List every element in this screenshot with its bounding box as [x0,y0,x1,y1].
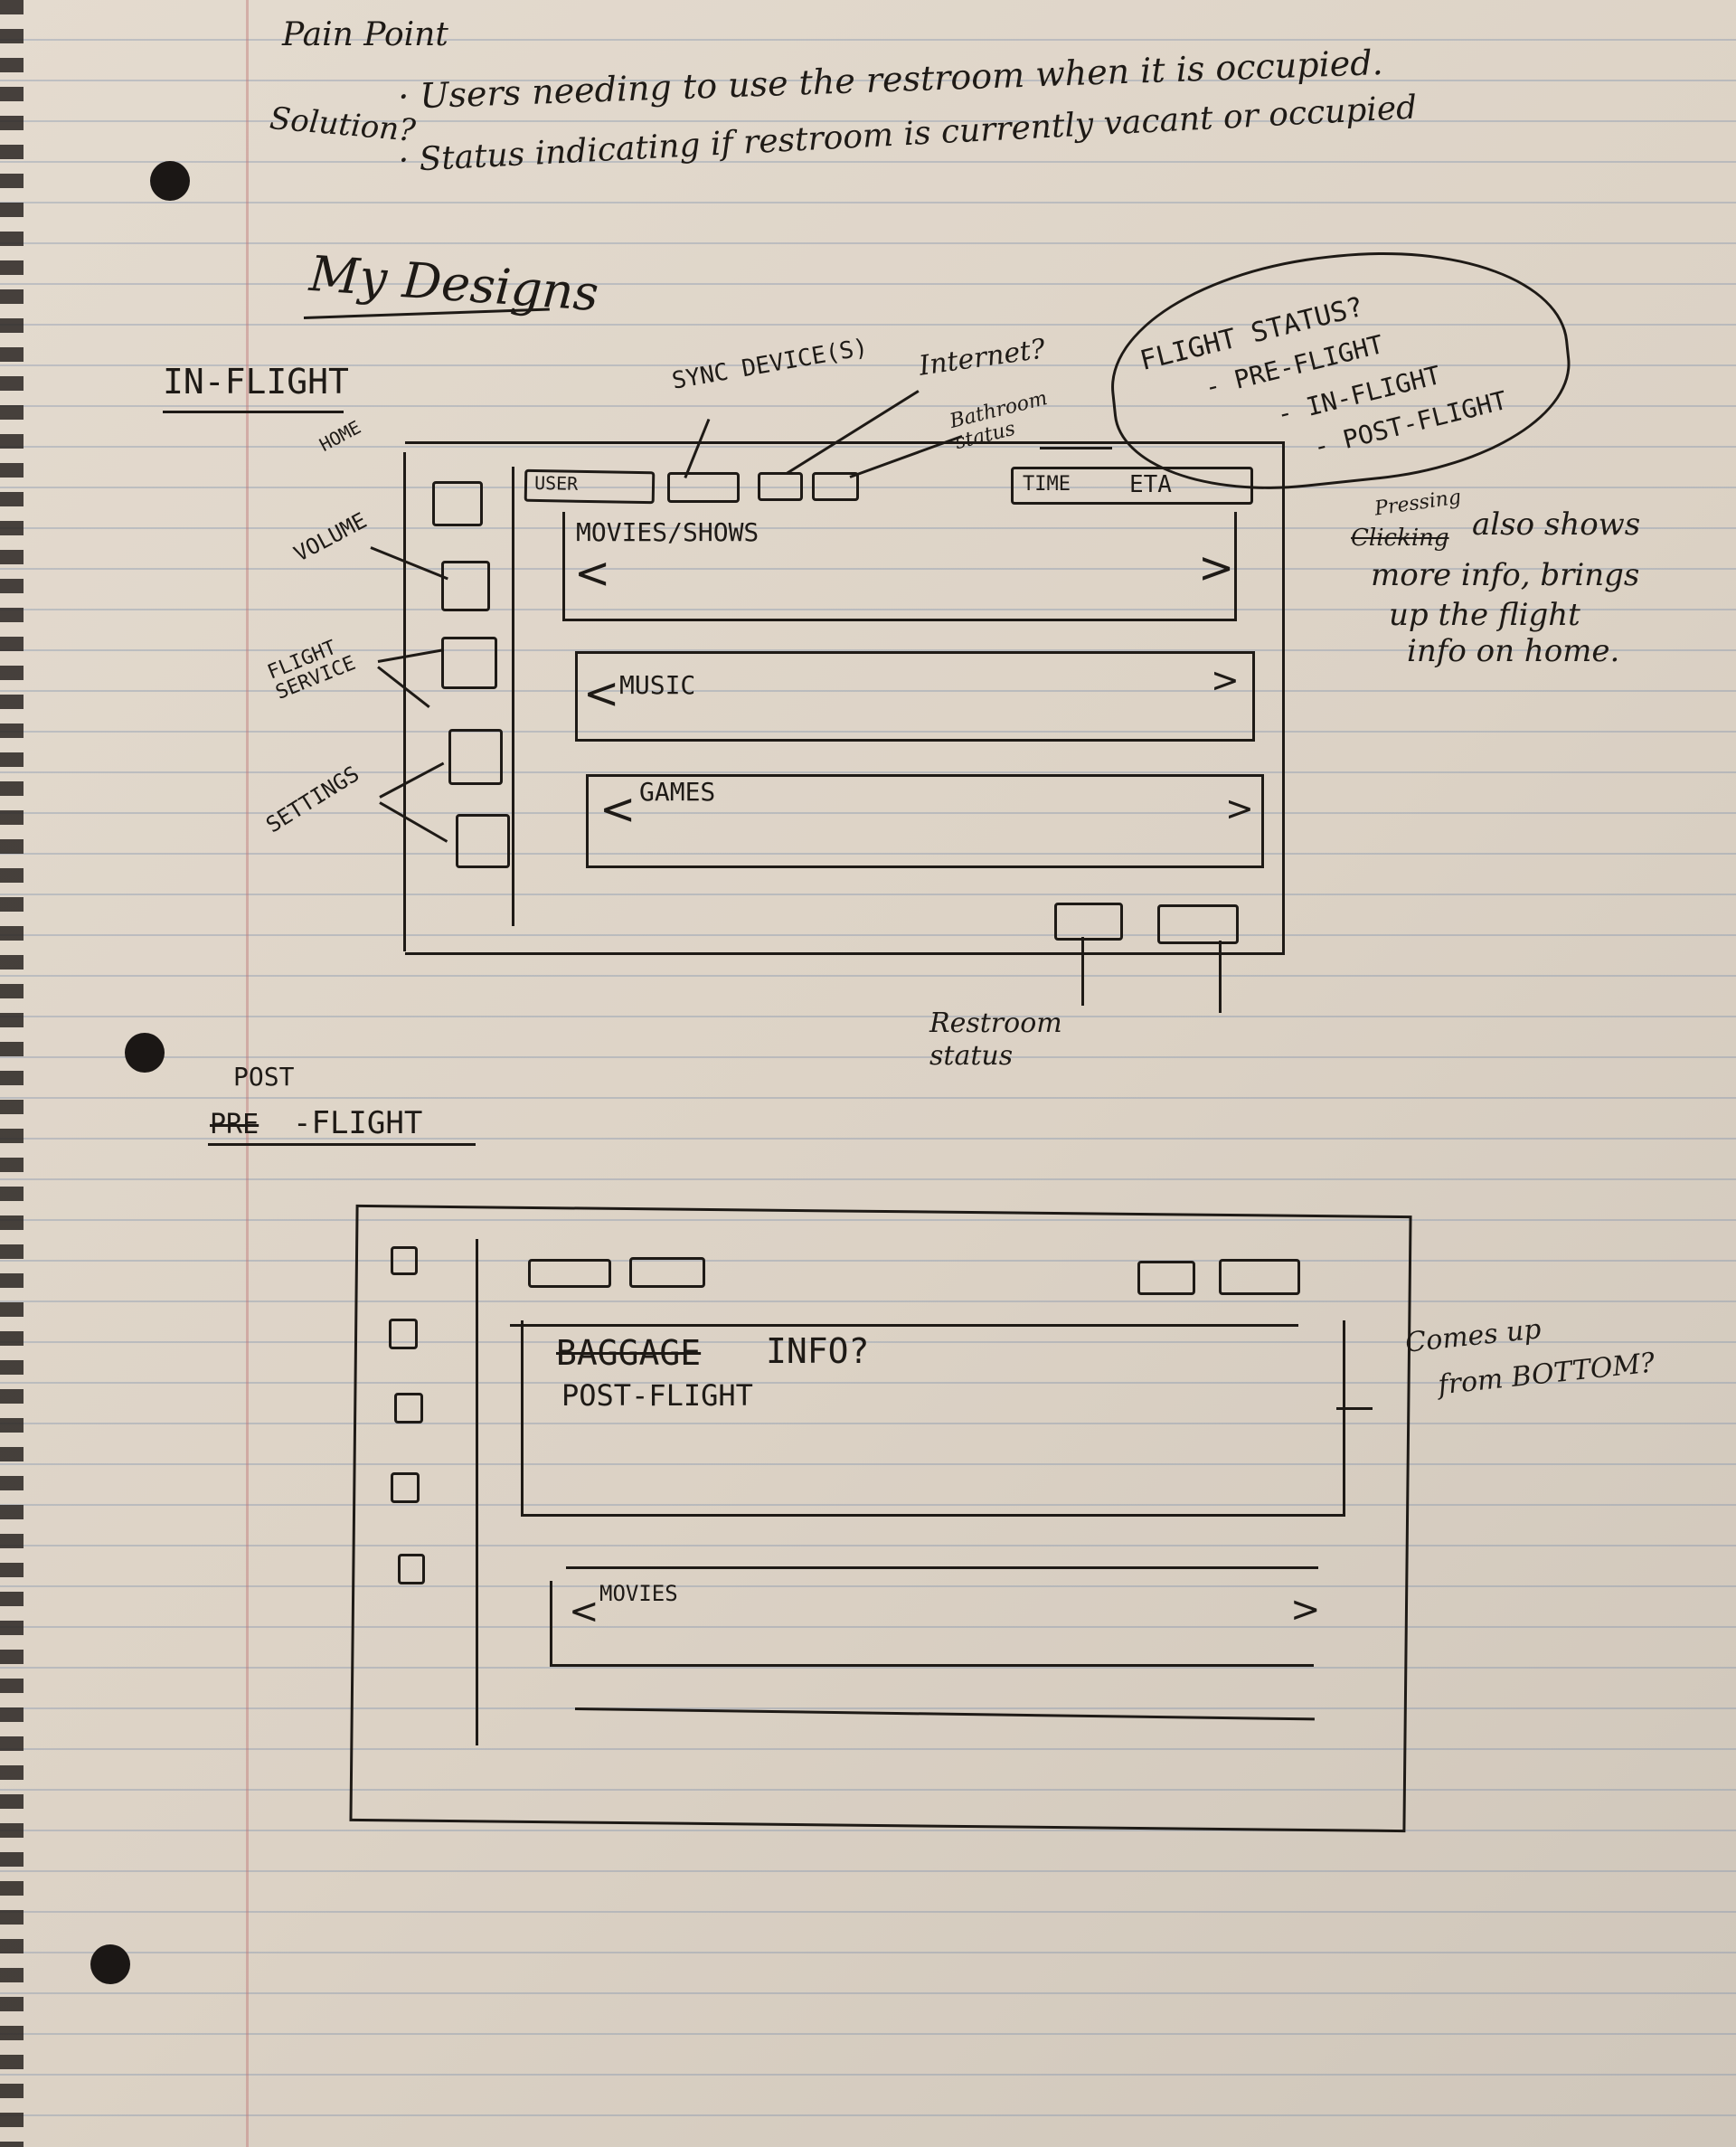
punch-hole [125,1033,165,1073]
movies-shows-row[interactable]: MOVIES/SHOWS < > [562,512,1237,621]
right-note-line: info on home. [1407,633,1620,669]
inflight-label: IN-FLIGHT [163,362,349,402]
settings-button[interactable] [448,729,503,785]
postflight-label-top: POST [233,1062,295,1092]
postflight-label: -FLIGHT [293,1105,423,1141]
settings-extra-button[interactable] [456,814,510,868]
bubble-tail [1040,447,1112,449]
restroom-pointer [1219,941,1222,1013]
chevron-left-icon[interactable]: < [599,784,637,835]
punch-hole [90,1944,130,1984]
right-note-line: also shows [1472,506,1641,543]
right-note-word: Pressing [1373,486,1463,521]
time-label: TIME [1023,473,1071,496]
home-label: HOME [316,416,364,456]
volume-button[interactable] [441,561,490,611]
postflight-screen-frame [349,1204,1412,1833]
frame-left-edge [403,452,406,951]
panel-struck: BAGGAGE [556,1333,702,1373]
side-note: Comes up [1403,1313,1543,1359]
panel-word: INFO? [766,1331,870,1371]
chevron-right-icon[interactable]: > [1225,789,1254,828]
row-label: MOVIES/SHOWS [576,517,760,547]
postflight-row-top-line [566,1566,1318,1569]
postflight-info-panel[interactable]: BAGGAGE INFO? POST-FLIGHT [521,1320,1345,1517]
right-note-line: more info, brings [1371,557,1640,593]
chevron-left-icon[interactable]: < [569,1591,599,1632]
volume-label: VOLUME [289,507,372,567]
bathroom-status-indicator[interactable] [812,472,859,501]
right-note-struck: Clicking [1351,525,1449,552]
postflight-label-struck: PRE [210,1109,259,1140]
time-eta-button[interactable]: TIME ETA [1011,467,1253,505]
postflight-topbar-button[interactable] [1219,1259,1300,1295]
user-label: USER [533,471,579,495]
music-row[interactable]: MUSIC < > [575,651,1255,742]
chevron-right-icon[interactable]: > [1198,543,1235,593]
pain-point-label: Pain Point [282,16,448,53]
postflight-topbar-button[interactable] [1137,1261,1195,1295]
restroom-status-callout: Restroom status [929,1007,1062,1072]
chevron-right-icon[interactable]: > [1211,660,1240,700]
chevron-left-icon[interactable]: < [574,548,611,599]
postflight-topbar-button[interactable] [528,1259,611,1288]
row-label: GAMES [639,777,716,807]
right-note-line: up the flight [1389,597,1580,633]
flight-service-label: FLIGHT SERVICE [264,636,359,705]
chevron-left-icon[interactable]: < [583,668,620,719]
chevron-right-icon[interactable]: > [1290,1589,1321,1631]
postflight-topbar-button[interactable] [629,1257,705,1288]
eta-label: ETA [1129,471,1172,498]
postflight-sidebar-button[interactable] [398,1554,425,1584]
home-button[interactable] [432,481,483,526]
settings-label: SETTINGS [261,761,364,838]
postflight-sidebar-button[interactable] [394,1393,423,1423]
postflight-sidebar-button[interactable] [389,1319,418,1349]
sync-devices-callout: SYNC DEVICE(S) [670,334,871,395]
postflight-movies-row[interactable]: MOVIES < > [550,1581,1321,1667]
punch-hole [150,161,190,201]
postflight-sidebar-button[interactable] [391,1472,420,1503]
inflight-screen-frame [405,441,1285,955]
row-label: MUSIC [619,670,696,700]
panel-sub: POST-FLIGHT [561,1378,753,1413]
sync-devices-button[interactable] [667,472,740,503]
row-label: MOVIES [599,1581,678,1606]
panel-pointer [1336,1407,1373,1410]
postflight-sidebar-divider [476,1239,478,1745]
internet-callout: Internet? [917,333,1048,383]
solution-label: Solution? [268,100,418,149]
postflight-topbar-line [510,1324,1298,1327]
games-row[interactable]: GAMES < > [586,774,1264,868]
restroom-pointer [1081,937,1084,1006]
user-button[interactable]: USER [524,468,656,505]
flight-service-button[interactable] [441,637,497,689]
inflight-underline [163,411,344,413]
internet-status-indicator[interactable] [758,472,803,501]
margin-line [246,0,249,2147]
restroom-status-indicator[interactable] [1054,903,1123,941]
sidebar-divider [512,467,514,926]
restroom-status-indicator[interactable] [1157,904,1239,944]
postflight-underline [208,1143,476,1146]
spiral-binding [0,0,24,2147]
postflight-sidebar-button[interactable] [391,1246,418,1275]
side-note: from BOTTOM? [1436,1347,1656,1402]
